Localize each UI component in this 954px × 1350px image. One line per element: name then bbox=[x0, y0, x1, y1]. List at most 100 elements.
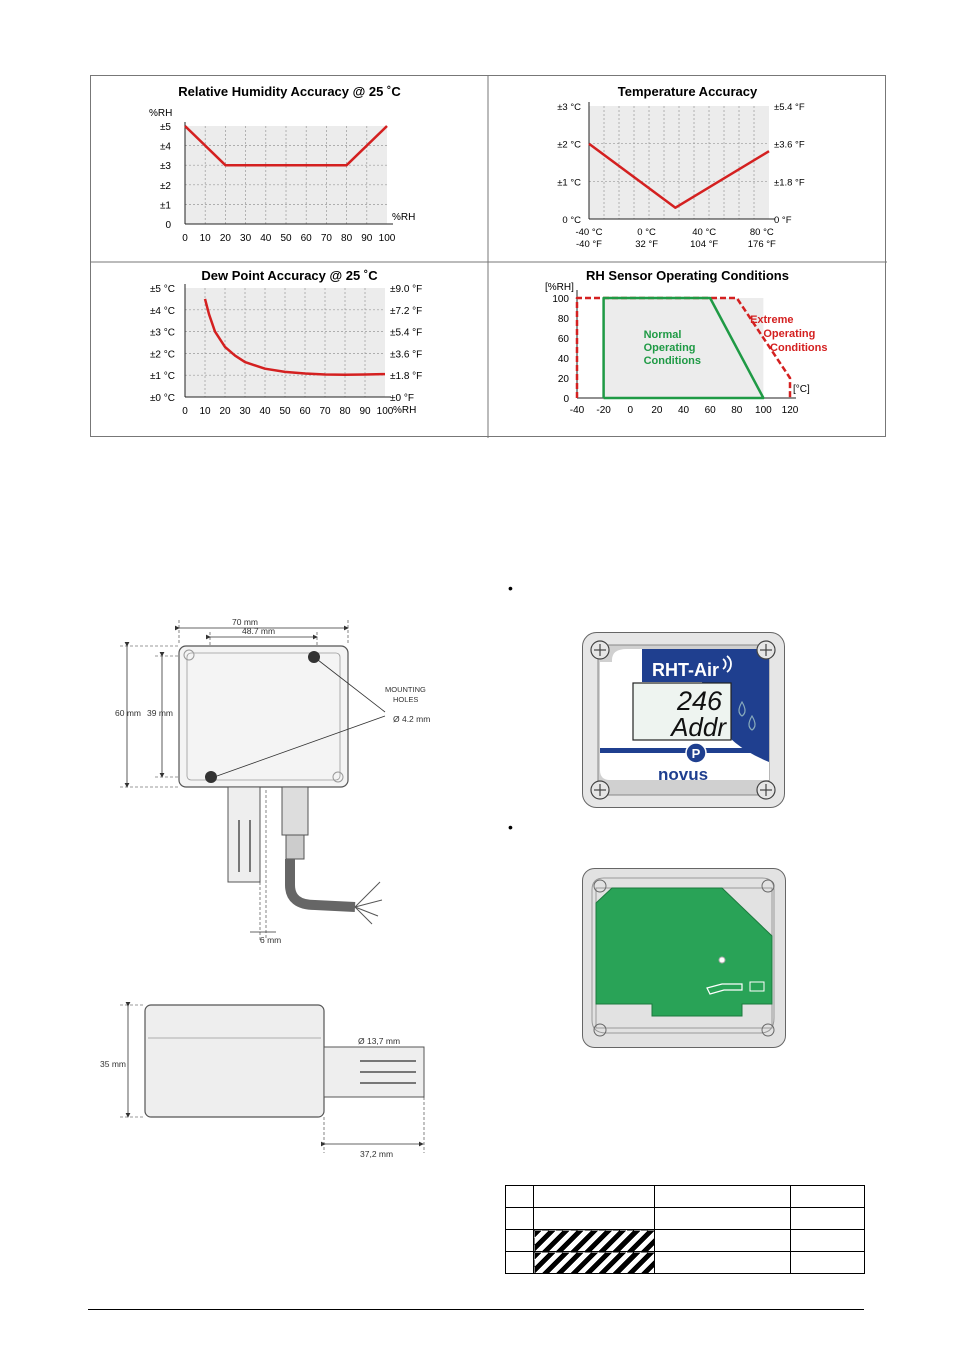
device-brand: RHT-Air bbox=[652, 660, 719, 680]
mounting-label-2: HOLES bbox=[393, 695, 418, 704]
y-tick-label-right: ±0 °F bbox=[390, 393, 414, 404]
housing-outline bbox=[178, 645, 349, 788]
x-tick-label-c: 40 °C bbox=[692, 227, 716, 238]
x-tick-label: -20 bbox=[596, 405, 611, 416]
series-extreme bbox=[575, 296, 792, 398]
device-front-image: RHT-Air 246 Addr P novus bbox=[582, 632, 785, 808]
panel-dividers bbox=[91, 76, 887, 438]
dim-6mm: 6 mm bbox=[260, 935, 281, 945]
y-tick-label-left: ±3 °C bbox=[557, 102, 581, 113]
x-tick-label: 40 bbox=[260, 233, 272, 244]
y-tick-label: 40 bbox=[558, 354, 570, 365]
y-axis-label: %RH bbox=[149, 108, 172, 119]
x-tick-label: 0 bbox=[182, 233, 188, 244]
y-tick-label: ±1 bbox=[160, 200, 171, 211]
p-button-label: P bbox=[692, 746, 701, 761]
y-tick-label-right: ±9.0 °F bbox=[390, 284, 422, 295]
y-tick-label-right: ±3.6 °F bbox=[390, 349, 422, 360]
x-tick-label-c: 0 °C bbox=[637, 227, 656, 238]
y-tick-label: 20 bbox=[558, 374, 570, 385]
x-tick-label-c: -40 °C bbox=[575, 227, 602, 238]
x-tick-label: 100 bbox=[379, 233, 396, 244]
device-inside-image bbox=[582, 868, 786, 1048]
x-tick-label: 20 bbox=[220, 233, 232, 244]
x-tick-label: 100 bbox=[755, 405, 772, 416]
series-line bbox=[203, 298, 386, 377]
y-tick-label: 0 bbox=[165, 220, 171, 231]
usb-connector-icon bbox=[749, 981, 765, 992]
chart-title: RH Sensor Operating Conditions bbox=[586, 268, 789, 283]
lcd-display bbox=[632, 682, 732, 741]
x-tick-label-f: 176 °F bbox=[748, 239, 776, 250]
x-tick-label: 60 bbox=[301, 233, 313, 244]
x-tick-label: 60 bbox=[705, 405, 717, 416]
x-tick-label: 100 bbox=[377, 406, 394, 417]
x-tick-label-f: 104 °F bbox=[690, 239, 718, 250]
x-tick-label: -40 bbox=[570, 405, 585, 416]
x-tick-label: 10 bbox=[200, 233, 212, 244]
lcd-line-1: 246 bbox=[676, 686, 723, 716]
x-tick-label: 70 bbox=[321, 233, 333, 244]
series-label-extreme: Conditions bbox=[770, 342, 827, 354]
p-button[interactable] bbox=[685, 742, 707, 764]
y-tick-label-left: ±1 °C bbox=[150, 371, 175, 382]
x-tick-label: 120 bbox=[782, 405, 799, 416]
y-tick-label-right: ±1.8 °F bbox=[390, 371, 422, 382]
y-tick-label: ±3 bbox=[160, 161, 171, 172]
x-tick-label: 50 bbox=[280, 233, 292, 244]
series-line bbox=[588, 142, 770, 209]
y-tick-label-right: ±3.6 °F bbox=[774, 140, 805, 151]
y-tick-label-left: ±4 °C bbox=[150, 306, 175, 317]
y-tick-label: 80 bbox=[558, 314, 570, 325]
x-tick-label: 80 bbox=[731, 405, 743, 416]
y-tick-label: 60 bbox=[558, 334, 570, 345]
y-tick-label-right: ±5.4 °F bbox=[390, 328, 422, 339]
y-tick-label-left: ±2 °C bbox=[150, 349, 175, 360]
x-tick-label: 30 bbox=[240, 233, 252, 244]
mounting-hole-icon bbox=[308, 651, 320, 663]
mounting-hole-icon bbox=[205, 771, 217, 783]
series-label-normal: Operating bbox=[644, 342, 696, 354]
x-tick-label: 80 bbox=[341, 233, 353, 244]
table-row bbox=[505, 1229, 865, 1252]
wireless-icon bbox=[722, 655, 732, 673]
series-label-normal: Conditions bbox=[644, 355, 701, 367]
x-tick-label: 90 bbox=[359, 406, 371, 417]
dim-60mm: 60 mm bbox=[115, 708, 141, 718]
hatched-cell bbox=[533, 1251, 655, 1274]
dim-probe-length: 37,2 mm bbox=[360, 1149, 393, 1159]
dimension-drawing-front: 70 mm 48.7 mm 60 mm 39 mm MOUNTING HOLES… bbox=[115, 617, 430, 945]
bullet-marker: • bbox=[508, 819, 513, 835]
x-tick-label: 20 bbox=[651, 405, 663, 416]
x-tick-label: 0 bbox=[182, 406, 188, 417]
novus-logo: novus bbox=[658, 765, 708, 784]
bottom-table bbox=[505, 1185, 865, 1274]
y-tick-label-right: ±7.2 °F bbox=[390, 306, 422, 317]
x-tick-label: 50 bbox=[279, 406, 291, 417]
x-tick-label-c: 80 °C bbox=[750, 227, 774, 238]
x-tick-label: 0 bbox=[627, 405, 633, 416]
dimension-drawing-side: 35 mm Ø 13,7 mm 37,2 mm bbox=[100, 1002, 425, 1159]
x-tick-label: 70 bbox=[319, 406, 331, 417]
x-axis-label: %RH bbox=[392, 212, 415, 223]
y-tick-label-left: ±1 °C bbox=[557, 177, 581, 188]
y-tick-label-right: ±1.8 °F bbox=[774, 177, 805, 188]
x-tick-label: 30 bbox=[239, 406, 251, 417]
x-axis-label: %RH bbox=[393, 405, 416, 416]
y-tick-label-left: 0 °C bbox=[562, 215, 581, 226]
y-tick-label-left: ±0 °C bbox=[150, 393, 175, 404]
series-label-extreme: Extreme bbox=[750, 314, 793, 326]
y-tick-label-left: ±2 °C bbox=[557, 140, 581, 151]
y-tick-label: 100 bbox=[552, 294, 569, 305]
x-tick-label-f: -40 °F bbox=[576, 239, 602, 250]
series-line bbox=[184, 125, 388, 167]
dim-39mm: 39 mm bbox=[147, 708, 173, 718]
y-tick-label: ±2 bbox=[160, 181, 171, 192]
chart-title: Temperature Accuracy bbox=[617, 84, 758, 99]
plot-area bbox=[185, 288, 385, 397]
dim-35mm: 35 mm bbox=[100, 1059, 126, 1069]
y-tick-label: ±5 bbox=[160, 122, 171, 133]
